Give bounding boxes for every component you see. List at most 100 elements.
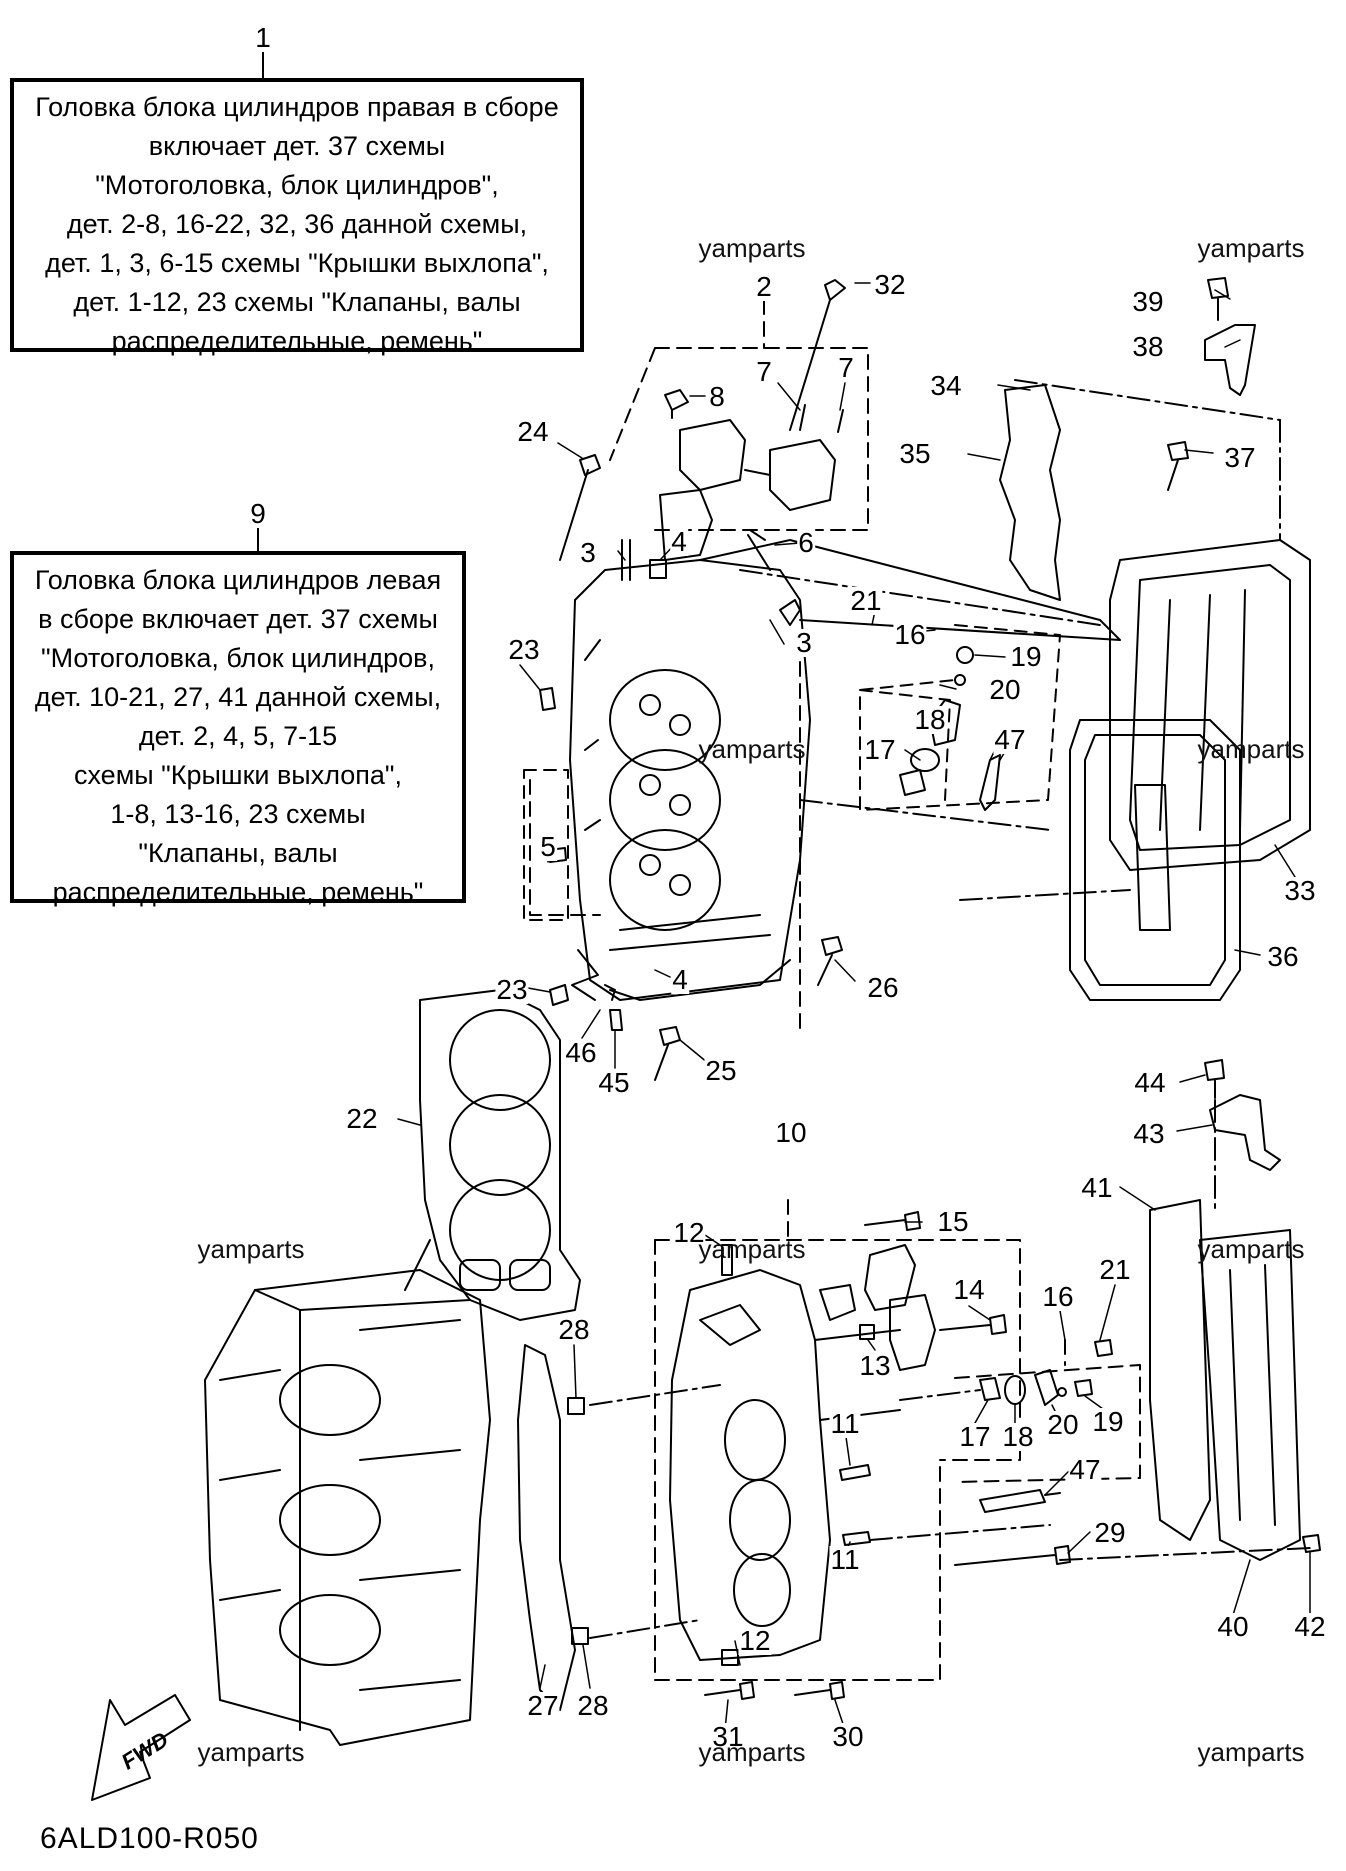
gasket-leader — [404, 1239, 431, 1291]
part-callout: 28 — [576, 1690, 610, 1721]
watermark: yamparts — [1197, 233, 1305, 263]
pin-23a — [539, 687, 556, 711]
part-callout: 37 — [1223, 442, 1257, 473]
bolt-42 — [1302, 1534, 1321, 1553]
note-line: Головка блока цилиндров правая в сборе — [35, 92, 559, 122]
bolt-29 — [954, 1545, 1071, 1566]
assembly-lines-right — [739, 379, 1281, 901]
note-line: дет. 2, 4, 5, 7-15 — [138, 721, 338, 751]
part-callout: 12 — [672, 1217, 706, 1248]
part-callout: 46 — [564, 1037, 598, 1068]
cam-caps-left — [819, 1244, 936, 1371]
pin-45-46 — [604, 984, 623, 1031]
bolt-26 — [817, 936, 843, 986]
part-callout: 28 — [557, 1314, 591, 1345]
note-line: распределительные, ремень" — [52, 877, 424, 907]
part-callout: 44 — [1133, 1067, 1167, 1098]
bolts-top — [559, 279, 846, 626]
part-callout: 13 — [858, 1350, 892, 1381]
part-callout: 17 — [958, 1421, 992, 1452]
bolt-44 — [1204, 1059, 1225, 1099]
dashed-box-5 — [523, 769, 569, 921]
part-callout: 6 — [797, 527, 815, 558]
bolt-37 — [1167, 441, 1189, 491]
part-callout: 8 — [708, 381, 726, 412]
part-callout: 16 — [893, 619, 927, 650]
note-number-1: 1 — [254, 22, 272, 53]
note-line: "Клапаны, валы — [138, 838, 338, 868]
part-callout: 5 — [539, 831, 557, 862]
part-callout: 47 — [1068, 1454, 1102, 1485]
bolt-30 — [794, 1681, 845, 1700]
note-left-cylinder-head: Головка блока цилиндров левая в сборе вк… — [10, 551, 466, 907]
note-line: "Мотоголовка, блок цилиндров, — [41, 643, 435, 673]
part-callout: 19 — [1091, 1406, 1125, 1437]
part-callout: 35 — [898, 438, 932, 469]
part-callout: 32 — [873, 269, 907, 300]
note-line: дет. 1, 3, 6-15 схемы "Крышки выхлопа", — [45, 248, 549, 278]
watermark: yamparts — [197, 1234, 305, 1264]
part-callout: 23 — [495, 974, 529, 1005]
note-line: дет. 2-8, 16-22, 32, 36 данной схемы, — [66, 209, 528, 239]
part-callout: 19 — [1009, 641, 1043, 672]
part-callout: 26 — [866, 972, 900, 1003]
leader-zigzag — [571, 949, 599, 1001]
spark-plug-47 — [979, 1489, 1061, 1513]
left-cover — [1149, 1199, 1301, 1561]
part-callout: 38 — [1131, 331, 1165, 362]
part-callout: 43 — [1132, 1118, 1166, 1149]
part-callout: 20 — [1046, 1409, 1080, 1440]
bolt-25 — [654, 1026, 681, 1081]
note-line: включает дет. 37 схемы — [148, 131, 446, 161]
part-callout: 7 — [837, 352, 855, 383]
note-line: в сборе включает дет. 37 схемы — [38, 604, 438, 634]
pin-23b — [549, 984, 569, 1006]
thermostat-group-right — [859, 624, 1061, 811]
dowel-28b — [571, 1627, 589, 1645]
note-line: дет. 10-21, 27, 41 данной схемы, — [34, 682, 442, 712]
part-callout: 27 — [526, 1690, 560, 1721]
watermark: yamparts — [1197, 1234, 1305, 1264]
part-callout: 23 — [507, 634, 541, 665]
note-line: схемы "Крышки выхлопа", — [73, 760, 403, 790]
part-callout: 40 — [1216, 1611, 1250, 1642]
part-callout: 29 — [1093, 1517, 1127, 1548]
part-callout: 14 — [952, 1274, 986, 1305]
bolt-15 — [864, 1211, 921, 1231]
thermostat-parts-left — [979, 1339, 1113, 1406]
part-callout: 3 — [795, 627, 813, 658]
part-callout: 20 — [988, 674, 1022, 705]
part-callout: 3 — [579, 537, 597, 568]
assembly-lines-left — [589, 1099, 1311, 1639]
part-callout: 10 — [774, 1117, 808, 1148]
pin-11a — [839, 1464, 871, 1481]
part-callout: 18 — [1001, 1421, 1035, 1452]
cam-caps — [659, 419, 836, 561]
note-line: 1-8, 13-16, 23 схемы — [110, 799, 366, 829]
bolt-14 — [939, 1314, 1007, 1335]
watermark: yamparts — [1197, 1737, 1305, 1767]
bracket-38 — [1204, 324, 1256, 396]
part-callout: 15 — [936, 1206, 970, 1237]
part-callout: 42 — [1293, 1611, 1327, 1642]
diagram-code: 6ALD100-R050 — [40, 1822, 259, 1855]
part-callout: 21 — [849, 585, 883, 616]
note-line: дет. 1-12, 23 схемы "Клапаны, валы — [73, 287, 521, 317]
part-callout: 34 — [929, 370, 963, 401]
part-callout: 4 — [670, 526, 688, 557]
part-callout: 11 — [829, 1408, 861, 1439]
part-callout: 18 — [913, 704, 947, 735]
gasket-36 — [1069, 719, 1241, 1001]
part-callout: 25 — [704, 1055, 738, 1086]
right-cylinder-head — [569, 539, 1121, 1001]
part-callout: 47 — [993, 724, 1027, 755]
part-callout: 33 — [1283, 875, 1317, 906]
part-callout: 21 — [1098, 1254, 1132, 1285]
dowel-13 — [859, 1324, 875, 1340]
part-callout: 41 — [1080, 1172, 1114, 1203]
watermark: yamparts — [1197, 734, 1305, 764]
part-callout: 4 — [671, 964, 689, 995]
note-line: "Мотоголовка, блок цилиндров", — [95, 170, 499, 200]
right-head-group-outline — [529, 299, 869, 1031]
